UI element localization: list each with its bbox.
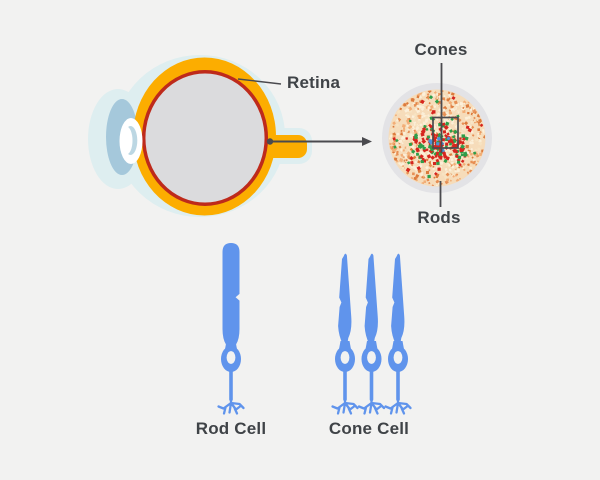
eye-diagram	[88, 55, 312, 217]
photoreceptor-dots	[389, 90, 485, 186]
lens-highlight	[120, 126, 133, 155]
magnified-retina-view	[382, 63, 492, 207]
rods-label: Rods	[417, 208, 461, 227]
rod-cell-illustration	[217, 243, 245, 415]
rod-cell-label: Rod Cell	[195, 419, 267, 438]
cones-label: Cones	[414, 40, 468, 59]
arrowhead-icon	[362, 137, 372, 146]
retina-layer	[141, 70, 269, 206]
cone-cell-label: Cone Cell	[328, 419, 410, 438]
retina-pointer-line	[237, 78, 282, 85]
rod-outer-segment	[222, 243, 240, 350]
rod-notch	[235, 293, 241, 302]
magnify-arrow	[266, 137, 372, 146]
cones-callout-box	[432, 116, 459, 149]
cone-cell-illustration	[331, 253, 412, 415]
retina-label: Retina	[287, 73, 341, 92]
